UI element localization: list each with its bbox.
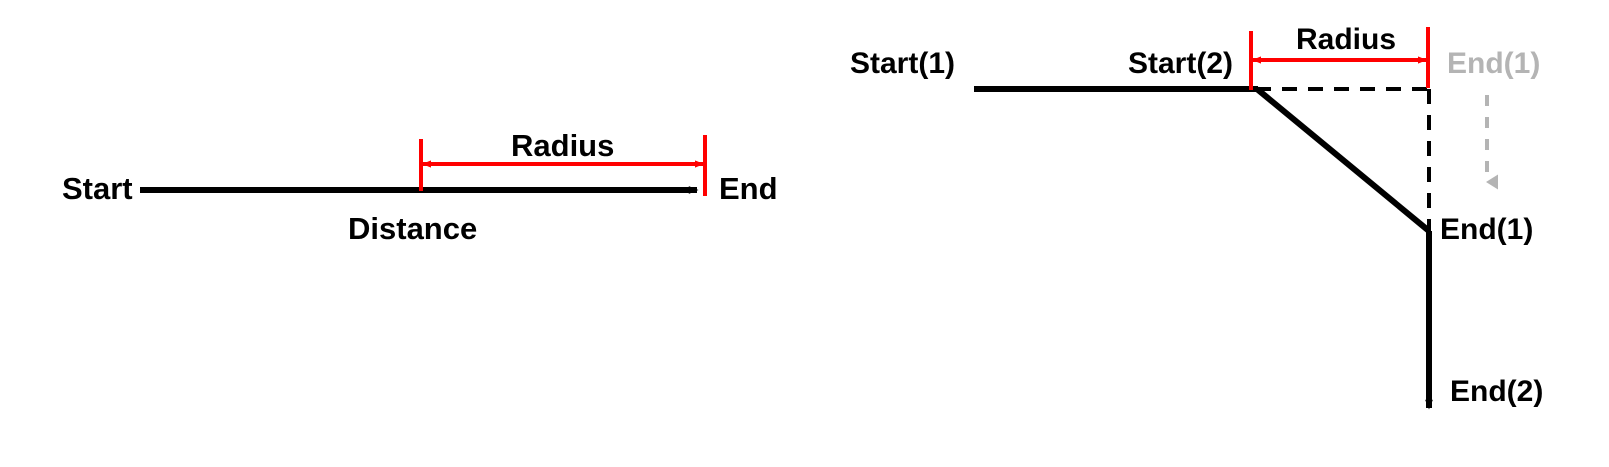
two-segment-graphics — [974, 27, 1498, 410]
label-radius-right-panel: Radius — [1296, 23, 1397, 56]
label-radius-left-panel: Radius — [511, 128, 615, 163]
single-segment-graphics — [140, 135, 707, 196]
label-start-1: Start(1) — [850, 47, 956, 80]
label-end-1-ghost: End(1) — [1447, 47, 1541, 80]
label-start: Start — [62, 171, 133, 206]
label-distance: Distance — [348, 211, 478, 246]
label-end: End — [719, 171, 778, 206]
label-end-1: End(1) — [1440, 213, 1534, 246]
label-start-2: Start(2) — [1128, 47, 1234, 80]
label-end-2: End(2) — [1450, 375, 1544, 408]
corner-cut-diagonal — [1255, 86, 1431, 234]
